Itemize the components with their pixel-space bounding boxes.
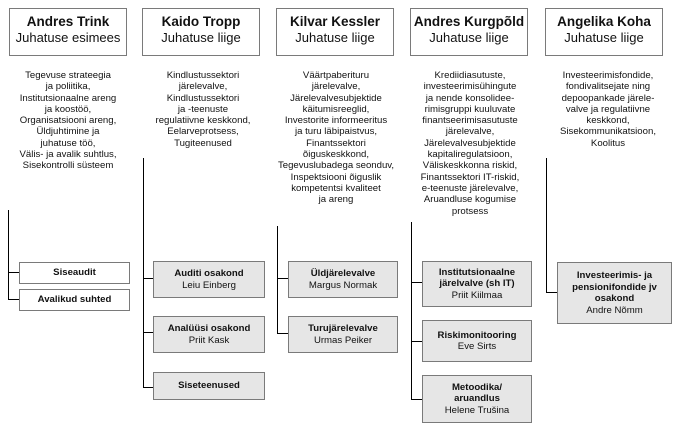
unit-title: Üldjärelevalve <box>310 268 376 279</box>
header-role: Juhatuse liige <box>295 30 375 45</box>
connector-line <box>8 299 20 300</box>
responsibilities-andres-kurgpold: Krediidiasutuste, investeerimisühingute … <box>420 70 520 217</box>
unit-siseteenused: Siseteenused <box>153 372 265 400</box>
header-name: Kaido Tropp <box>161 14 241 29</box>
connector-line <box>411 222 412 400</box>
header-name: Andres Kurgpõld <box>413 14 525 29</box>
unit-title: Metoodika/ aruandlus <box>451 381 503 405</box>
unit-riskimonitooring: Riskimonitooring Eve Sirts <box>422 320 532 362</box>
unit-investeerimis-ja-pensionifondide: Investeerimis- ja pensionifondide jv osa… <box>557 262 672 324</box>
connector-line <box>143 278 154 279</box>
header-angelika-koha: Angelika Koha Juhatuse liige <box>545 8 663 56</box>
unit-person: Helene Trušina <box>444 404 510 416</box>
unit-person: Leiu Einberg <box>182 279 236 291</box>
connector-line <box>143 158 144 387</box>
header-role: Juhatuse liige <box>161 30 241 45</box>
connector-line <box>411 399 423 400</box>
header-kaido-tropp: Kaido Tropp Juhatuse liige <box>142 8 260 56</box>
unit-auditi-osakond: Auditi osakond Leiu Einberg <box>153 261 265 298</box>
responsibilities-andres-trink: Tegevuse strateegia ja poliitika, Instit… <box>19 70 117 172</box>
header-andres-kurgpold: Andres Kurgpõld Juhatuse liige <box>410 8 528 56</box>
unit-person: Eve Sirts <box>457 341 497 352</box>
connector-line <box>8 272 20 273</box>
unit-person: Priit Kask <box>188 334 230 346</box>
connector-line <box>411 282 423 283</box>
unit-turujarelevalve: Turujärelevalve Urmas Peiker <box>288 316 398 353</box>
connector-line <box>411 341 423 342</box>
connector-line <box>143 387 154 388</box>
unit-person: Urmas Peiker <box>313 334 373 346</box>
header-role: Juhatuse liige <box>564 30 644 45</box>
connector-line <box>8 210 9 299</box>
header-name: Kilvar Kessler <box>289 14 381 29</box>
unit-title: Auditi osakond <box>174 268 244 279</box>
header-role: Juhatuse esimees <box>15 30 121 45</box>
unit-title: Avalikud suhted <box>37 294 112 306</box>
responsibilities-kaido-tropp: Kindlustussektori järelevalve, Kindlustu… <box>155 70 251 149</box>
header-name: Angelika Koha <box>557 14 651 29</box>
unit-avalikud-suhted: Avalikud suhted <box>19 289 130 311</box>
unit-title: Turujärelevalve <box>308 323 378 334</box>
unit-analuusi-osakond: Analüüsi osakond Priit Kask <box>153 316 265 353</box>
unit-uldjarelevalve: Üldjärelevalve Margus Normak <box>288 261 398 298</box>
unit-person: Margus Normak <box>308 279 378 291</box>
unit-title: Analüüsi osakond <box>167 323 251 334</box>
connector-line <box>546 158 547 293</box>
unit-title: Riskimonitooring <box>437 329 517 341</box>
unit-siseaudit: Siseaudit <box>19 262 130 284</box>
unit-institutsionaalne-jarelvalve: Institutsionaalne järelvalve (sh IT) Pri… <box>422 261 532 307</box>
responsibilities-kilvar-kessler: Väärtpaberituru järelevalve, Järelevalve… <box>277 70 395 206</box>
header-andres-trink: Andres Trink Juhatuse esimees <box>9 8 127 56</box>
unit-metoodika-aruandlus: Metoodika/ aruandlus Helene Trušina <box>422 375 532 423</box>
unit-title: Siseteenused <box>178 380 240 392</box>
unit-title: Institutsionaalne järelvalve (sh IT) <box>438 266 516 290</box>
unit-title: Siseaudit <box>53 267 96 279</box>
unit-person: Andre Nõmm <box>586 304 643 316</box>
header-role: Juhatuse liige <box>429 30 509 45</box>
connector-line <box>277 333 289 334</box>
connector-line <box>546 292 558 293</box>
unit-person: Priit Kiilmaa <box>451 289 503 301</box>
connector-line <box>277 278 289 279</box>
header-name: Andres Trink <box>26 14 110 29</box>
connector-line <box>143 332 154 333</box>
unit-title: Investeerimis- ja pensionifondide jv osa… <box>572 270 657 304</box>
responsibilities-angelika-koha: Investeerimisfondide, fondivalitsejate n… <box>560 70 656 149</box>
header-kilvar-kessler: Kilvar Kessler Juhatuse liige <box>276 8 394 56</box>
connector-line <box>277 226 278 334</box>
